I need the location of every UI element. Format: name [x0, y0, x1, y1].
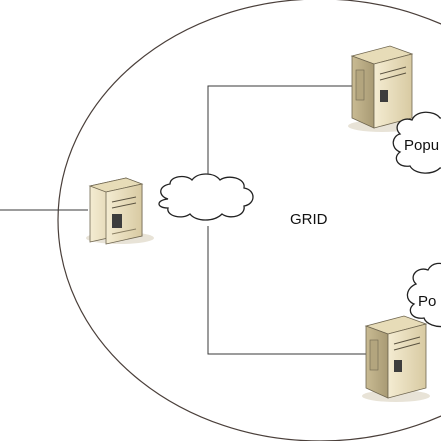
population-cloud-icon [406, 262, 441, 328]
link-bottom-server [207, 226, 366, 355]
server-icon [362, 315, 430, 402]
link-top-server [207, 85, 356, 193]
server-icon [348, 45, 416, 132]
server-icon [86, 177, 154, 245]
population-label: Popu [404, 137, 439, 154]
population-label: Po [418, 293, 436, 310]
population-cloud-icon [392, 111, 441, 174]
grid-boundary-circle [57, 0, 441, 441]
grid-label: GRID [290, 211, 328, 228]
network-cloud-icon [158, 173, 254, 221]
